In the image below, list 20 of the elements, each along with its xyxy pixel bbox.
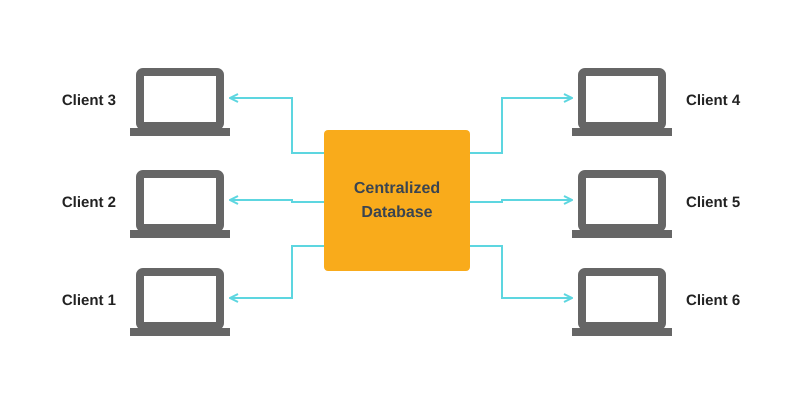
arrow <box>229 93 324 154</box>
arrow <box>470 245 573 303</box>
client-label: Client 4 <box>686 92 740 109</box>
client-label: Client 2 <box>62 194 116 211</box>
laptop-icon <box>572 268 672 336</box>
client-label: Client 1 <box>62 292 116 309</box>
arrow <box>229 245 324 303</box>
client-label: Client 5 <box>686 194 740 211</box>
database-box <box>324 130 470 271</box>
laptop-icon <box>572 170 672 238</box>
client-label: Client 6 <box>686 292 740 309</box>
laptop-icon <box>130 170 230 238</box>
client-label: Client 3 <box>62 92 116 109</box>
arrow <box>470 195 573 205</box>
laptop-icon <box>130 268 230 336</box>
arrow <box>470 93 573 154</box>
arrow <box>229 195 324 205</box>
laptop-icon <box>572 68 672 136</box>
laptop-icon <box>130 68 230 136</box>
node-label: Centralized Database <box>352 178 442 222</box>
